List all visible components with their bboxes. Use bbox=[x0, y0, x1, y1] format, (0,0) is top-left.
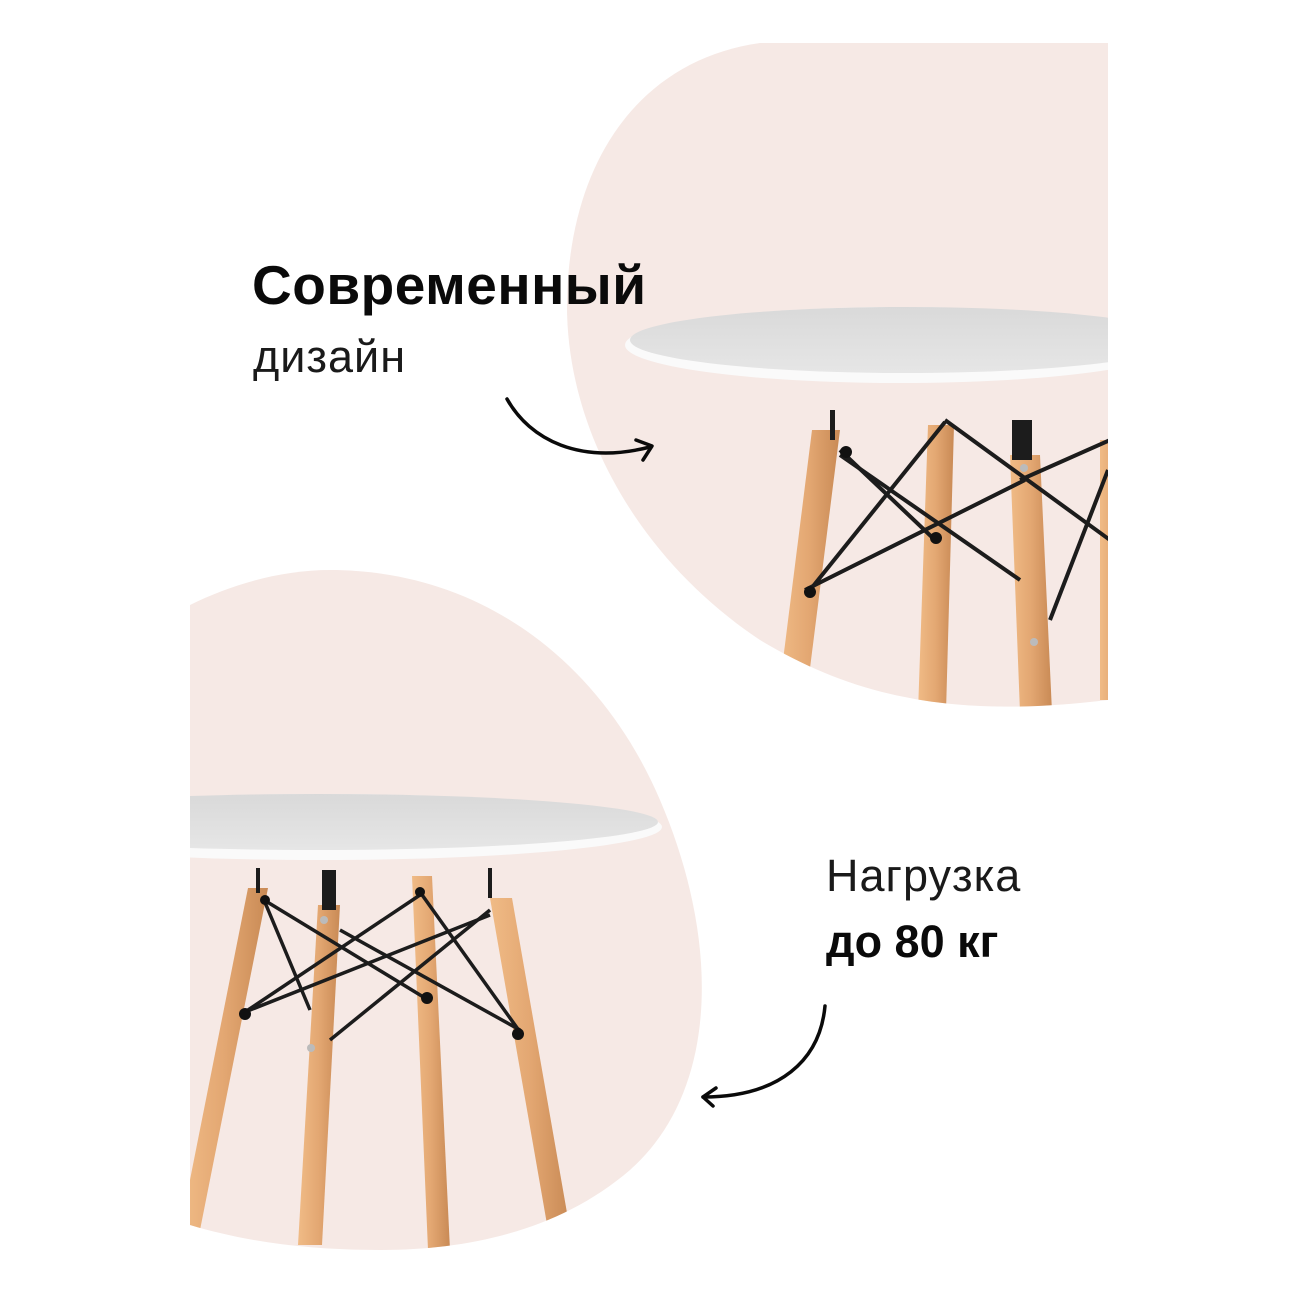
curved-arrow-left-icon bbox=[701, 1004, 827, 1108]
feature-design-subtitle: дизайн bbox=[253, 331, 407, 382]
feature-design-title: Современный bbox=[252, 254, 647, 316]
feature-load-title: Нагрузка bbox=[826, 850, 1022, 901]
table-image-top bbox=[625, 307, 1108, 707]
curved-arrow-right-icon bbox=[505, 397, 654, 462]
table-image-bottom bbox=[190, 794, 662, 1250]
feature-load-value: до 80 кг bbox=[826, 916, 999, 967]
